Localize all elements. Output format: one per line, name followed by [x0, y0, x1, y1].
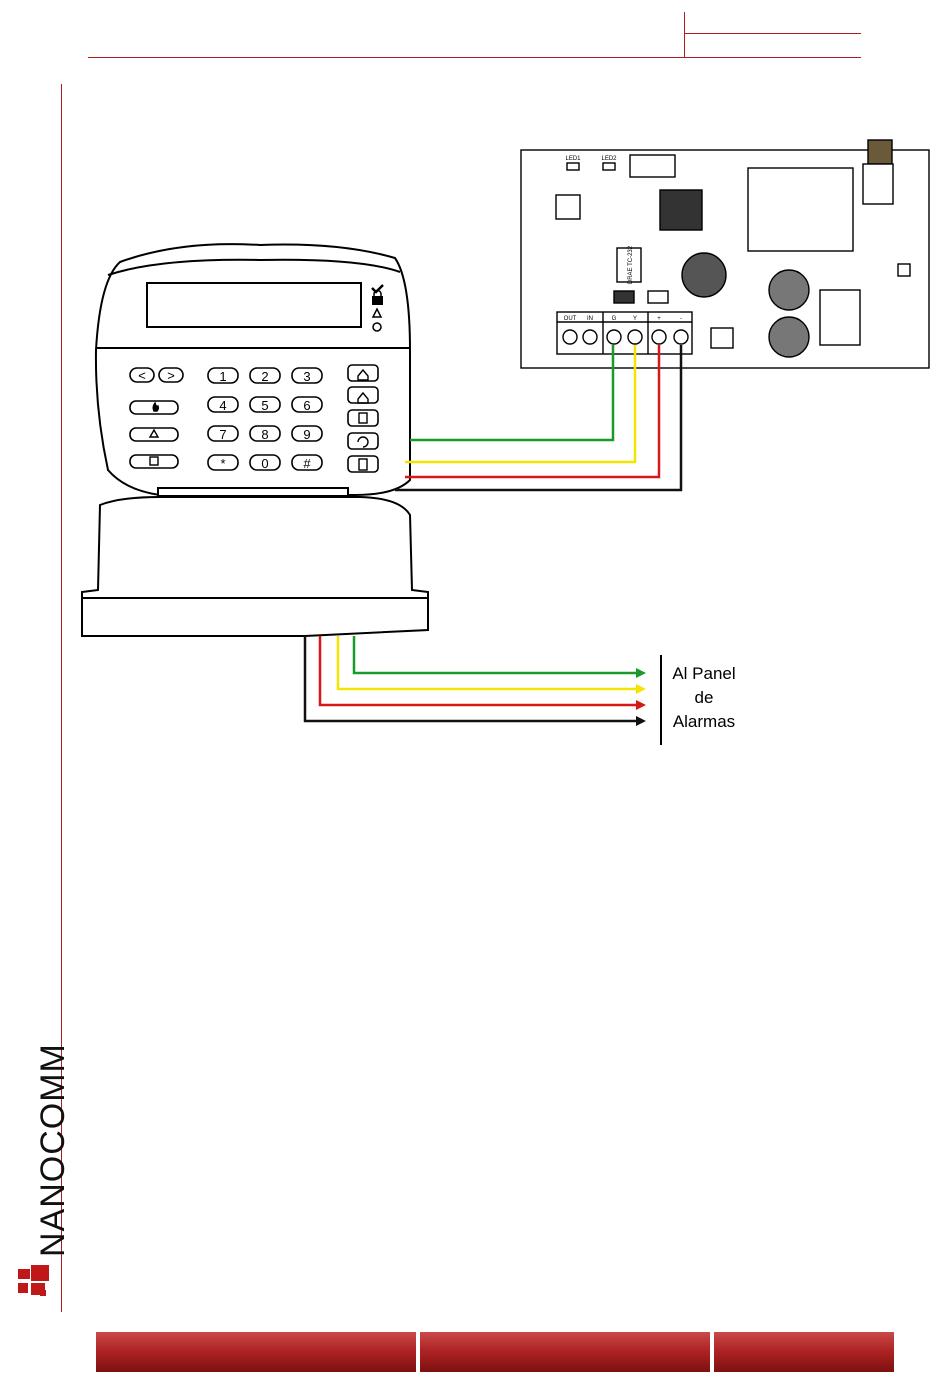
- panel-label-line-3: Alarmas: [668, 710, 740, 734]
- footer-segment-3: [714, 1332, 894, 1372]
- yellow-panel-wire: [338, 636, 636, 689]
- key-star: *: [220, 456, 225, 471]
- terminal-in-label: IN: [587, 316, 593, 322]
- key-8: 8: [261, 427, 268, 442]
- terminal-minus-label: -: [680, 316, 682, 322]
- alarm-panel-label: Al Panel de Alarmas: [668, 662, 740, 734]
- panel-label-line-1: Al Panel: [668, 662, 740, 686]
- key-2: 2: [261, 369, 268, 384]
- key-1: 1: [219, 369, 226, 384]
- key-4: 4: [219, 398, 226, 413]
- footer-segment-1: [96, 1332, 416, 1372]
- key-hash: #: [303, 456, 311, 471]
- terminal-g-label: G: [612, 316, 617, 322]
- chip-label: DRAE TC-232: [628, 245, 634, 284]
- key-7: 7: [219, 427, 226, 442]
- key-6: 6: [303, 398, 310, 413]
- led2-label: LED2: [601, 156, 617, 162]
- green-panel-wire: [354, 636, 636, 673]
- wire-arrowheads: [636, 668, 646, 726]
- led1-label: LED1: [565, 156, 581, 162]
- panel-label-line-2: de: [668, 686, 740, 710]
- communicator-board: [521, 140, 929, 368]
- key-right: >: [167, 368, 175, 383]
- red-panel-wire: [320, 636, 636, 705]
- key-left: <: [138, 368, 146, 383]
- terminal-out-label: OUT: [564, 316, 577, 322]
- key-9: 9: [303, 427, 310, 442]
- footer-segment-2: [420, 1332, 710, 1372]
- terminal-y-label: Y: [633, 316, 637, 322]
- terminal-plus-label: +: [657, 316, 661, 322]
- key-5: 5: [261, 398, 268, 413]
- key-3: 3: [303, 369, 310, 384]
- key-0: 0: [261, 456, 268, 471]
- panel-wires: [305, 636, 636, 721]
